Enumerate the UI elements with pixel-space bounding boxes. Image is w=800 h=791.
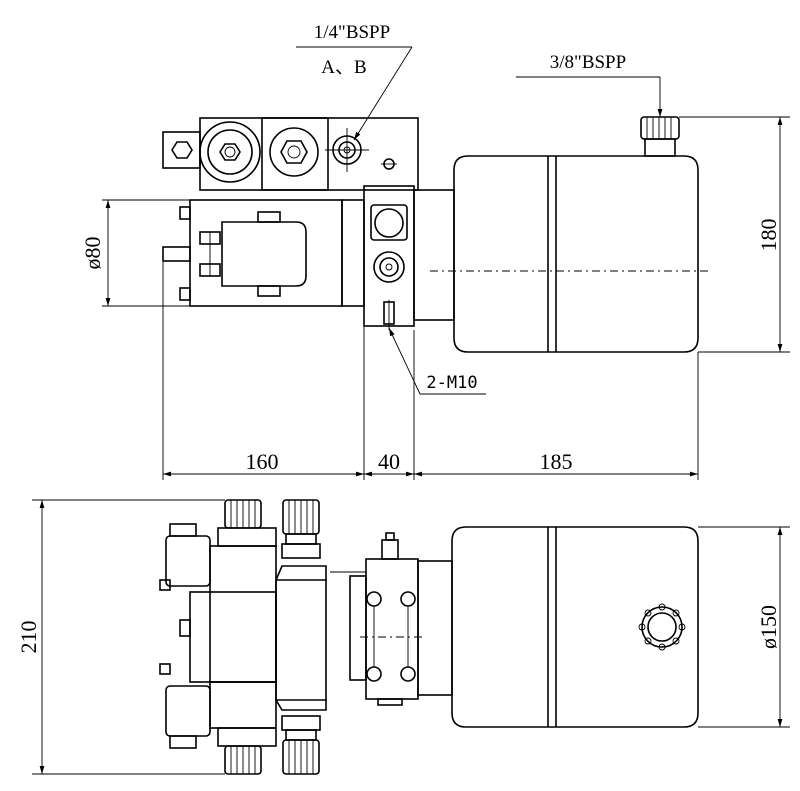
- length-tank-label: 185: [540, 449, 573, 474]
- tank-front: [451, 526, 699, 728]
- tank-top: [430, 116, 710, 353]
- leader-mount-holes: 2-M10: [388, 327, 486, 395]
- solenoid-lower: [159, 619, 321, 775]
- valve-block-top: [162, 117, 419, 191]
- motor-top: [162, 199, 365, 307]
- front-view: 210 ø150: [16, 499, 790, 775]
- leader-port-ab: 1/4"BSPP A、B: [296, 22, 413, 141]
- solenoid-upper: [159, 499, 321, 591]
- mount-holes-label: 2-M10: [426, 373, 477, 393]
- dim-tank-diameter: ø150: [698, 526, 790, 728]
- port-ab-names-label: A、B: [321, 57, 366, 78]
- pump-plate-front: [330, 532, 424, 706]
- filler-cap: [640, 116, 680, 157]
- top-view: ø80 180 160 40 185 1/4"BSPP A、B: [80, 22, 790, 480]
- width-front-label: 210: [16, 621, 41, 654]
- dim-length-chain: 160 40 185: [162, 262, 699, 480]
- port-ab-thread-label: 1/4"BSPP: [314, 22, 390, 43]
- tank-diameter-label: ø150: [756, 605, 781, 649]
- dim-height-top: 180: [679, 116, 790, 353]
- length-motor-label: 160: [246, 449, 279, 474]
- length-block-label: 40: [378, 449, 400, 474]
- leader-tank-thread: 3/8"BSPP: [516, 52, 663, 117]
- tank-thread-label: 3/8"BSPP: [550, 52, 626, 73]
- dim-width-front: 210: [16, 499, 225, 775]
- motor-diameter-label: ø80: [80, 237, 105, 270]
- pump-block-top: [363, 185, 415, 330]
- height-top-label: 180: [756, 219, 781, 252]
- dim-motor-diameter: ø80: [80, 199, 190, 307]
